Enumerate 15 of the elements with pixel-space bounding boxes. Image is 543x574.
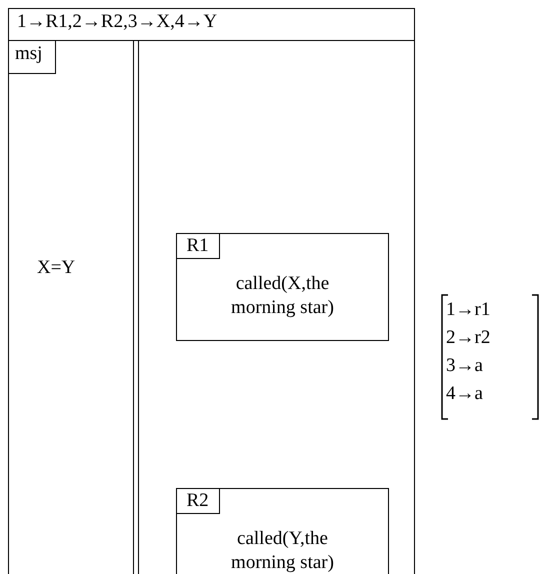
mapping-entry: 3→a [446,355,483,377]
mapping-entry: 4→a [446,383,483,405]
outer-box [8,8,415,574]
referent-tab [9,41,56,74]
condition-text: called(Y,the morning star) [230,527,335,574]
tab-text: msj [15,43,42,65]
equation-text: X=Y [37,257,76,279]
condition-box [176,488,389,574]
box-label: R1 [176,232,220,258]
condition-box [176,233,389,341]
mapping-entry: 2→r2 [446,327,490,349]
mapping-entry: 1→r1 [446,299,490,321]
condition-text: called(X,the morning star) [230,272,335,320]
box-heading: 1→R1,2→R2,3→X,4→Y [9,9,414,41]
box-label: R2 [176,488,220,514]
